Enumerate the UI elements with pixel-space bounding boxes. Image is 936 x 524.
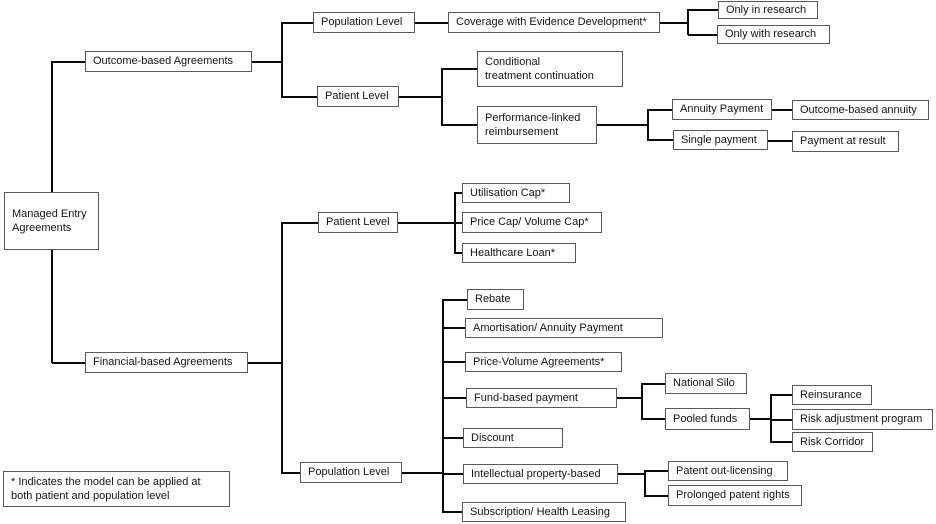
connector-line xyxy=(282,95,317,98)
connector-line xyxy=(398,221,455,224)
connector-line xyxy=(455,252,462,254)
connector-line xyxy=(771,394,792,396)
connector-line xyxy=(442,68,477,70)
connector-line xyxy=(647,108,649,141)
connector-line xyxy=(644,470,646,497)
connector-line xyxy=(443,298,467,301)
node-coverage-with-evidence-development: Coverage with Evidence Development* xyxy=(448,12,660,33)
node-prolonged-patent-rights: Prolonged patent rights xyxy=(668,485,802,506)
node-fund-based-payment: Fund-based payment xyxy=(466,388,617,408)
node-single-payment: Single payment xyxy=(673,130,768,150)
node-healthcare-loan: Healthcare Loan* xyxy=(462,243,576,263)
node-conditional-treatment-continuation: Conditional treatment continuation xyxy=(477,51,623,87)
connector-line xyxy=(443,361,465,363)
connector-line xyxy=(281,221,283,474)
node-outcome-based-agreements: Outcome-based Agreements xyxy=(85,51,252,72)
connector-line xyxy=(442,124,477,126)
connector-line xyxy=(282,471,300,474)
connector-line xyxy=(688,33,717,36)
connector-line xyxy=(645,470,668,472)
connector-line xyxy=(441,68,443,126)
connector-line xyxy=(768,139,792,142)
node-payment-at-result: Payment at result xyxy=(792,131,899,152)
node-patent-out-licensing: Patent out-licensing xyxy=(668,461,788,481)
connector-line xyxy=(455,221,462,224)
node-financial-based-agreements: Financial-based Agreements xyxy=(85,352,248,373)
connector-line xyxy=(597,124,648,126)
connector-line xyxy=(282,221,318,224)
connector-line xyxy=(771,418,792,421)
node-only-with-research: Only with research xyxy=(717,25,830,44)
node-pooled-funds: Pooled funds xyxy=(665,408,750,430)
node-national-silo: National Silo xyxy=(665,373,747,394)
connector-line xyxy=(443,511,462,513)
connector-line xyxy=(402,471,443,474)
connector-line xyxy=(415,21,448,24)
connector-line xyxy=(617,397,642,399)
connector-line xyxy=(645,494,668,497)
connector-line xyxy=(443,437,463,439)
node-outcome-based-annuity: Outcome-based annuity xyxy=(792,100,929,120)
connector-line xyxy=(443,327,465,329)
node-intellectual-property-based: Intellectual property-based xyxy=(463,464,618,484)
node-subscription-health-leasing: Subscription/ Health Leasing xyxy=(462,502,626,522)
connector-line xyxy=(399,95,442,98)
connector-line xyxy=(660,21,688,24)
connector-line xyxy=(642,382,665,385)
node-performance-linked-reimbursement: Performance-linked reimbursement xyxy=(477,106,597,144)
connector-line xyxy=(443,473,463,475)
connector-line xyxy=(443,397,466,399)
connector-line xyxy=(771,441,792,443)
connector-line xyxy=(648,139,673,141)
node-price-cap-volume-cap: Price Cap/ Volume Cap* xyxy=(462,212,602,233)
node-outcome-patient-level: Patient Level xyxy=(317,86,399,107)
node-financial-population-level: Population Level xyxy=(300,462,402,483)
node-discount: Discount xyxy=(463,428,563,448)
node-only-in-research: Only in research xyxy=(718,1,818,19)
node-outcome-population-level: Population Level xyxy=(313,12,415,33)
node-managed-entry-agreements: Managed Entry Agreements xyxy=(4,192,99,250)
connector-line xyxy=(641,382,643,420)
connector-line xyxy=(772,108,792,111)
connector-line xyxy=(442,298,444,513)
connector-line xyxy=(282,21,313,24)
node-utilisation-cap: Utilisation Cap* xyxy=(462,183,570,203)
node-amortisation-annuity-payment: Amortisation/ Annuity Payment xyxy=(465,318,663,338)
node-price-volume-agreements: Price-Volume Agreements* xyxy=(465,352,622,372)
connector-line xyxy=(687,9,689,35)
connector-line xyxy=(688,9,718,11)
connector-line xyxy=(281,21,283,98)
connector-line xyxy=(248,361,282,364)
connector-line xyxy=(750,418,771,420)
connector-line xyxy=(455,192,462,194)
node-financial-patient-level: Patient Level xyxy=(318,212,398,233)
connector-line xyxy=(642,418,665,420)
node-annuity-payment: Annuity Payment xyxy=(672,99,772,120)
connector-line xyxy=(618,473,645,475)
connector-line xyxy=(52,361,85,364)
node-reinsurance: Reinsurance xyxy=(792,385,872,405)
footnote-box: * Indicates the model can be applied at … xyxy=(3,471,230,507)
node-rebate: Rebate xyxy=(467,289,524,310)
connector-line xyxy=(52,60,85,63)
connector-line xyxy=(51,250,53,363)
node-risk-adjustment-program: Risk adjustment program xyxy=(792,409,933,430)
connector-line xyxy=(252,60,282,63)
connector-line xyxy=(648,108,672,111)
node-risk-corridor: Risk Corridor xyxy=(792,432,873,452)
connector-line xyxy=(51,61,53,192)
